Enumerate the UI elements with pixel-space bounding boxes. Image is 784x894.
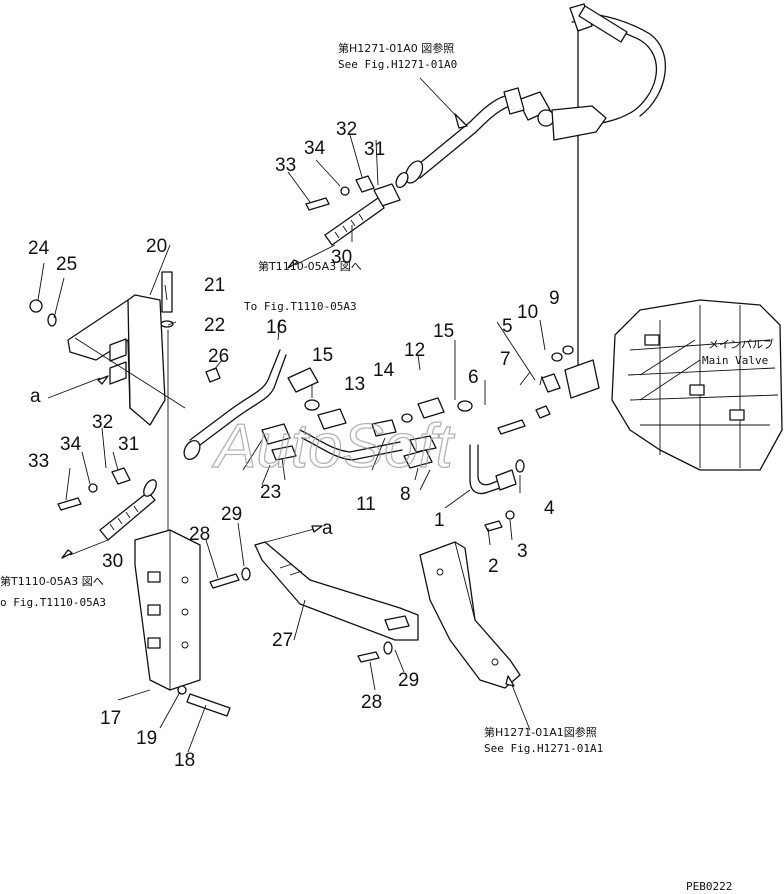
part-number-12: 12	[404, 340, 425, 361]
part-number-34: 34	[304, 138, 326, 159]
ref-left-en: o Fig.T1110-05A3	[0, 596, 106, 609]
part-number-29b: 29	[398, 670, 419, 691]
part-number-14: 14	[373, 360, 395, 381]
part-number-28: 28	[189, 524, 210, 545]
part-number-34b: 34	[60, 434, 82, 455]
left-hose-30	[57, 467, 157, 541]
ref-bottom-en: See Fig.H1271-01A1	[484, 742, 603, 755]
view-marker-a-right: a	[322, 518, 333, 539]
part-number-28b: 28	[361, 692, 382, 713]
part-number-4: 4	[544, 498, 555, 519]
part-number-31: 31	[364, 139, 385, 160]
part-number-13: 13	[344, 374, 365, 395]
part-number-33b: 33	[28, 451, 49, 472]
part-number-24: 24	[28, 238, 50, 259]
part-number-9: 9	[549, 288, 560, 309]
part-number-1: 1	[434, 510, 445, 531]
top-hose-assembly	[305, 3, 666, 381]
part-number-11: 11	[356, 494, 376, 515]
part-number-23: 23	[260, 482, 281, 503]
part-number-16: 16	[266, 317, 287, 338]
part-number-18: 18	[174, 750, 195, 771]
part-number-33: 33	[275, 155, 296, 176]
bracket-17	[134, 529, 231, 717]
part-number-31b: 31	[118, 434, 139, 455]
bracket-right	[419, 541, 521, 689]
main-valve-label-jp: メインバルブ	[708, 337, 774, 351]
part-number-3: 3	[517, 541, 528, 562]
leader-lines	[37, 77, 701, 753]
ref-left-jp: 第T1110-05A3 図へ	[0, 574, 104, 588]
main-valve	[611, 299, 783, 471]
part-number-17: 17	[100, 708, 121, 729]
tube-16-assembly	[183, 349, 473, 469]
part-number-25: 25	[56, 254, 77, 275]
part-number-22: 22	[204, 315, 225, 336]
part-number-labels: 1 2 3 4 5 6 7 8 9 10 11 12 13 14 15 15 1…	[28, 119, 560, 771]
reference-notes: 第H1271-01A0 図参照 See Fig.H1271-01A0 第T111…	[0, 41, 774, 755]
part-number-26: 26	[208, 346, 229, 367]
part-number-5: 5	[502, 316, 513, 337]
part-number-19: 19	[136, 728, 157, 749]
ref-mid-en: To Fig.T1110-05A3	[244, 300, 357, 313]
ref-mid-jp: 第T1110-05A3 図へ	[258, 259, 362, 273]
part-number-10: 10	[517, 302, 538, 323]
tube-1	[469, 345, 600, 532]
view-marker-a-left: a	[30, 386, 41, 407]
bolts-28-29	[209, 567, 393, 663]
part-number-7: 7	[500, 349, 511, 370]
part-number-2: 2	[488, 556, 499, 577]
drawing-code: PEB0222	[686, 880, 732, 893]
part-number-29: 29	[221, 504, 242, 525]
part-number-32b: 32	[92, 412, 113, 433]
ref-top-jp: 第H1271-01A0 図参照	[338, 41, 454, 55]
part-number-21: 21	[204, 275, 225, 296]
part-number-8: 8	[400, 484, 411, 505]
bracket-20	[29, 271, 221, 540]
part-number-27: 27	[272, 630, 293, 651]
watermark: AutoSoft	[211, 412, 456, 481]
bracket-27	[254, 541, 419, 641]
part-number-15: 15	[433, 321, 454, 342]
part-number-30b: 30	[102, 551, 123, 572]
ref-bottom-jp: 第H1271-01A1図参照	[484, 725, 597, 739]
part-number-20: 20	[146, 236, 167, 257]
part-number-6: 6	[468, 367, 479, 388]
ref-top-en: See Fig.H1271-01A0	[338, 58, 457, 71]
part-number-30: 30	[331, 247, 352, 268]
part-number-32: 32	[336, 119, 357, 140]
main-valve-label-en: Main Valve	[702, 354, 768, 367]
part-number-15b: 15	[312, 345, 333, 366]
